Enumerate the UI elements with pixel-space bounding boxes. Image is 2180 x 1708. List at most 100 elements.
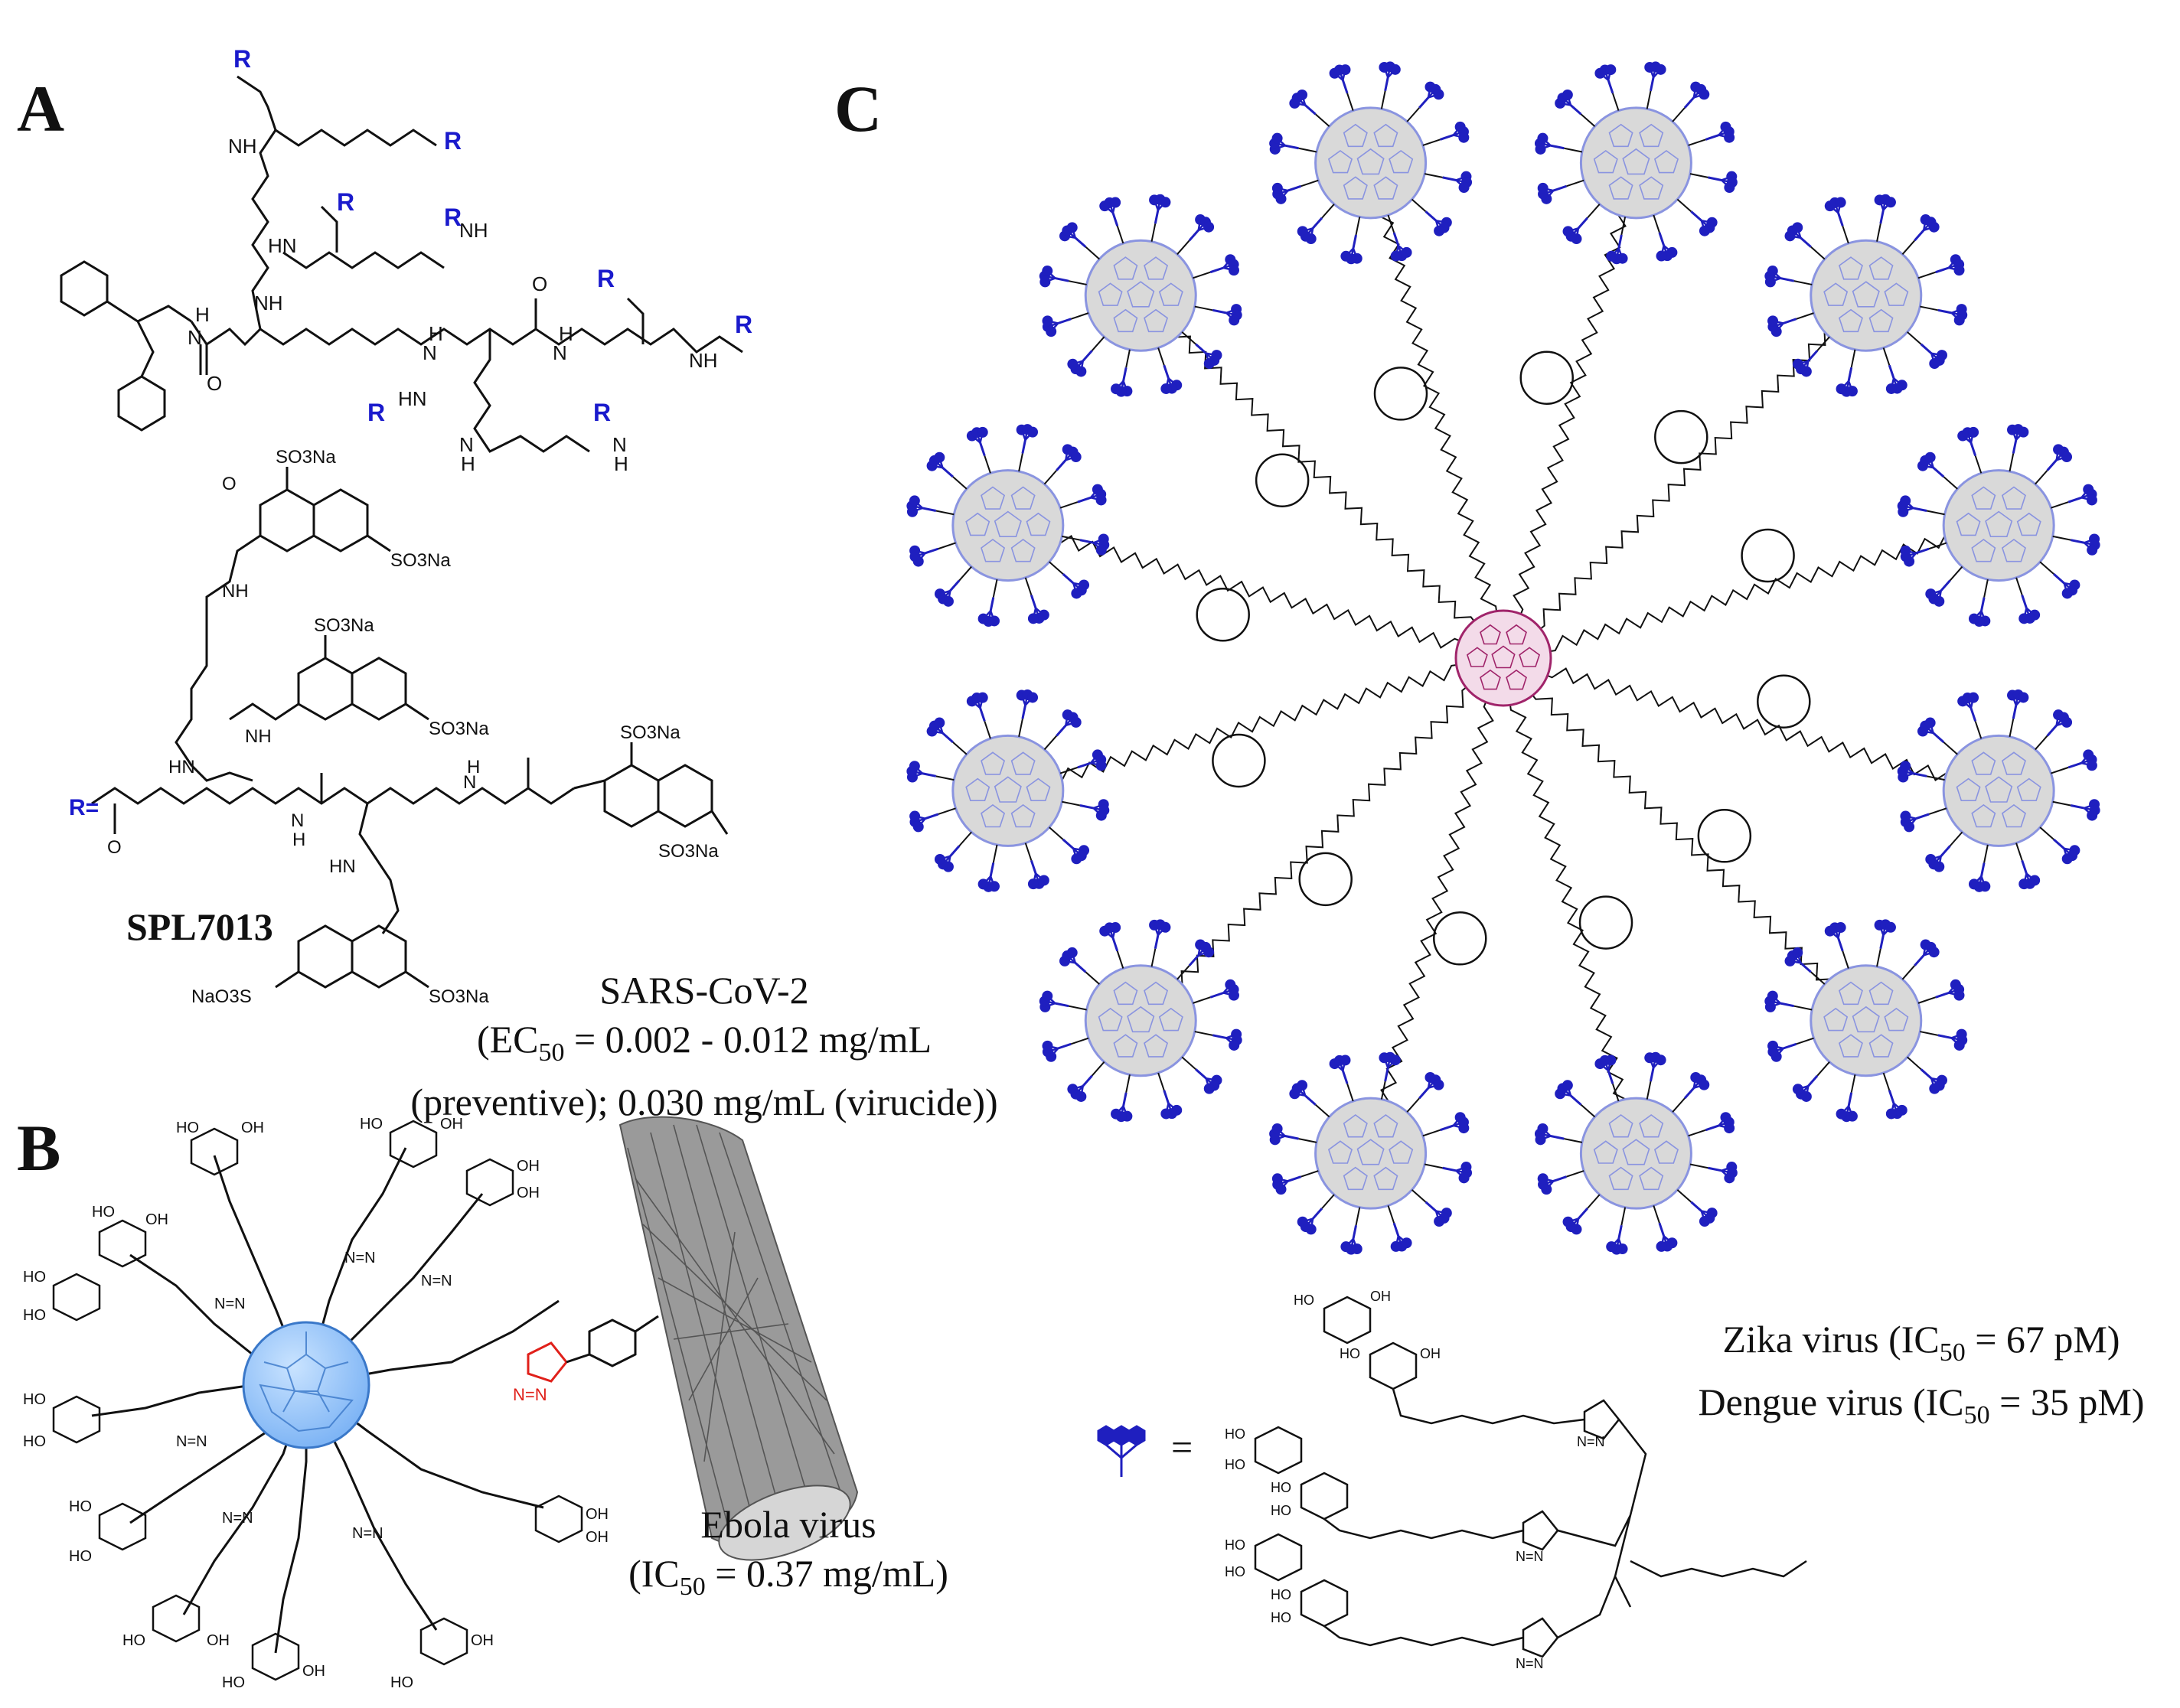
svg-text:N: N [553, 341, 567, 364]
svg-text:O: O [207, 372, 222, 395]
mannose-dendron-icon [966, 426, 988, 457]
mannose-dendron-icon [977, 862, 1000, 892]
mannose-dendron-icon [1968, 862, 1991, 892]
mannose-dendron-icon [1067, 1074, 1093, 1102]
r-group-label: R [444, 127, 462, 155]
svg-text:HO: HO [360, 1116, 383, 1133]
mannose-dendron-icon [1562, 1208, 1588, 1235]
svg-text:HN: HN [398, 387, 427, 410]
svg-text:N=N: N=N [1516, 1656, 1544, 1671]
mannose-dendron-icon [1606, 1224, 1628, 1255]
mannose-dendron-icon [1160, 364, 1183, 394]
mannose-dendron-icon [1160, 1090, 1183, 1120]
so3na-label: SO3Na [658, 841, 719, 862]
mannose-dendron-icon [1067, 350, 1093, 377]
so3na-label: SO3Na [429, 719, 489, 739]
so3na-label: SO3Na [390, 550, 451, 571]
mannose-dendron-icon [1390, 232, 1412, 262]
mannose-dendron-icon [906, 495, 937, 517]
mannose-dendron-icon [1440, 121, 1470, 143]
mannose-dendron-icon [1418, 1071, 1444, 1100]
svg-text:OH: OH [586, 1529, 609, 1546]
svg-text:HO: HO [222, 1674, 245, 1691]
mannose-dendron-icon [1897, 761, 1927, 783]
mannose-dendron-icon [1767, 1040, 1797, 1062]
mannose-dendron-icon [1690, 1201, 1718, 1227]
mannose-dendron-icon [1340, 234, 1362, 265]
mannose-dendron-icon [1836, 367, 1858, 397]
mannose-dendron-icon [1897, 495, 1927, 517]
so3na-label: SO3Na [314, 615, 374, 636]
svg-text:N=N: N=N [352, 1525, 383, 1542]
svg-text:H: H [614, 452, 628, 475]
mannose-dendron-icon [1111, 367, 1133, 397]
mannose-dendron-icon [1077, 749, 1107, 771]
mannose-dendron-icon [1111, 1092, 1133, 1123]
mannose-dendron-icon [1920, 1068, 1947, 1094]
mannose-dendron-icon [1708, 1162, 1738, 1184]
svg-text:NH: NH [254, 292, 283, 315]
mannose-dendron-icon [1767, 315, 1797, 337]
mannose-dendron-icon [1594, 64, 1617, 94]
peripheral-fullerene [1764, 919, 1968, 1123]
svg-text:HO: HO [122, 1632, 145, 1649]
mannose-dendron-icon [926, 451, 954, 478]
svg-text:H: H [461, 452, 475, 475]
mannose-dendron-icon [1606, 234, 1628, 265]
so3na-label: SO3Na [276, 447, 336, 468]
mannose-dendron-icon [1209, 254, 1239, 276]
peripheral-fullerene [1269, 61, 1473, 265]
mannose-dendron-icon [1644, 61, 1666, 92]
svg-text:OH: OH [586, 1506, 609, 1523]
mannose-dendron-icon [1537, 1173, 1567, 1195]
mannose-dendron-icon [1925, 845, 1951, 872]
mannose-dendron-icon [1683, 1071, 1710, 1100]
r-group-label: R [735, 311, 752, 338]
panel-b-letter: B [17, 1111, 61, 1185]
svg-text:HO: HO [69, 1498, 92, 1515]
mannose-dendron-icon [1149, 919, 1171, 949]
mannose-dendron-icon [2018, 595, 2041, 624]
mannose-dendron-icon [1683, 81, 1710, 109]
mannose-dendron-icon [1195, 343, 1222, 370]
mannose-dendron-icon [1442, 171, 1473, 194]
svg-text:H: H [559, 322, 573, 345]
svg-text:HO: HO [1271, 1503, 1291, 1518]
svg-text:H: H [429, 322, 443, 345]
mannose-dendron-icon [2070, 799, 2100, 821]
panel-c-legend-symbol [1097, 1425, 1146, 1477]
svg-text:N=N: N=N [222, 1510, 253, 1527]
panel-a-caption-line3: (preventive); 0.030 mg/mL (virucide)) [410, 1081, 998, 1123]
mannose-dendron-icon [1935, 254, 1965, 276]
svg-text:HO: HO [1271, 1587, 1291, 1602]
mannose-dendron-icon [906, 761, 937, 783]
svg-text:N=N: N=N [513, 1385, 547, 1404]
panel-b-caption-virus: Ebola virus [700, 1503, 876, 1546]
r-group-label: R [233, 45, 251, 73]
mannose-dendron-icon [1914, 939, 1940, 966]
svg-text:HN: HN [168, 757, 195, 777]
mannose-dendron-icon [2018, 859, 2041, 890]
mannose-dendron-icon [2046, 444, 2073, 471]
mannose-dendron-icon [1594, 1054, 1617, 1084]
so3na-label: SO3Na [620, 722, 680, 743]
mannose-dendron-icon [1027, 859, 1049, 890]
mannose-dendron-icon [1900, 545, 1930, 567]
panel-a-caption-virus: SARS-CoV-2 [599, 969, 809, 1012]
mannose-dendron-icon [1329, 1054, 1351, 1084]
svg-text:HO: HO [1271, 1480, 1291, 1495]
svg-text:H: H [292, 830, 305, 850]
mannose-dendron-icon [2046, 709, 2073, 737]
mannose-dendron-icon [1379, 1051, 1401, 1082]
mannose-dendron-icon [1874, 919, 1896, 949]
mannose-dendron-icon [1016, 689, 1039, 719]
peripheral-fullerene [1764, 194, 1968, 397]
svg-text:N: N [612, 433, 627, 456]
mannose-dendron-icon [1425, 1201, 1452, 1227]
svg-text:H: H [467, 757, 480, 777]
svg-text:HO: HO [69, 1548, 92, 1565]
svg-text:OH: OH [440, 1116, 463, 1133]
mannose-dendron-icon [1705, 1112, 1735, 1134]
mannose-dendron-icon [1062, 573, 1090, 599]
svg-text:NH: NH [222, 581, 249, 601]
